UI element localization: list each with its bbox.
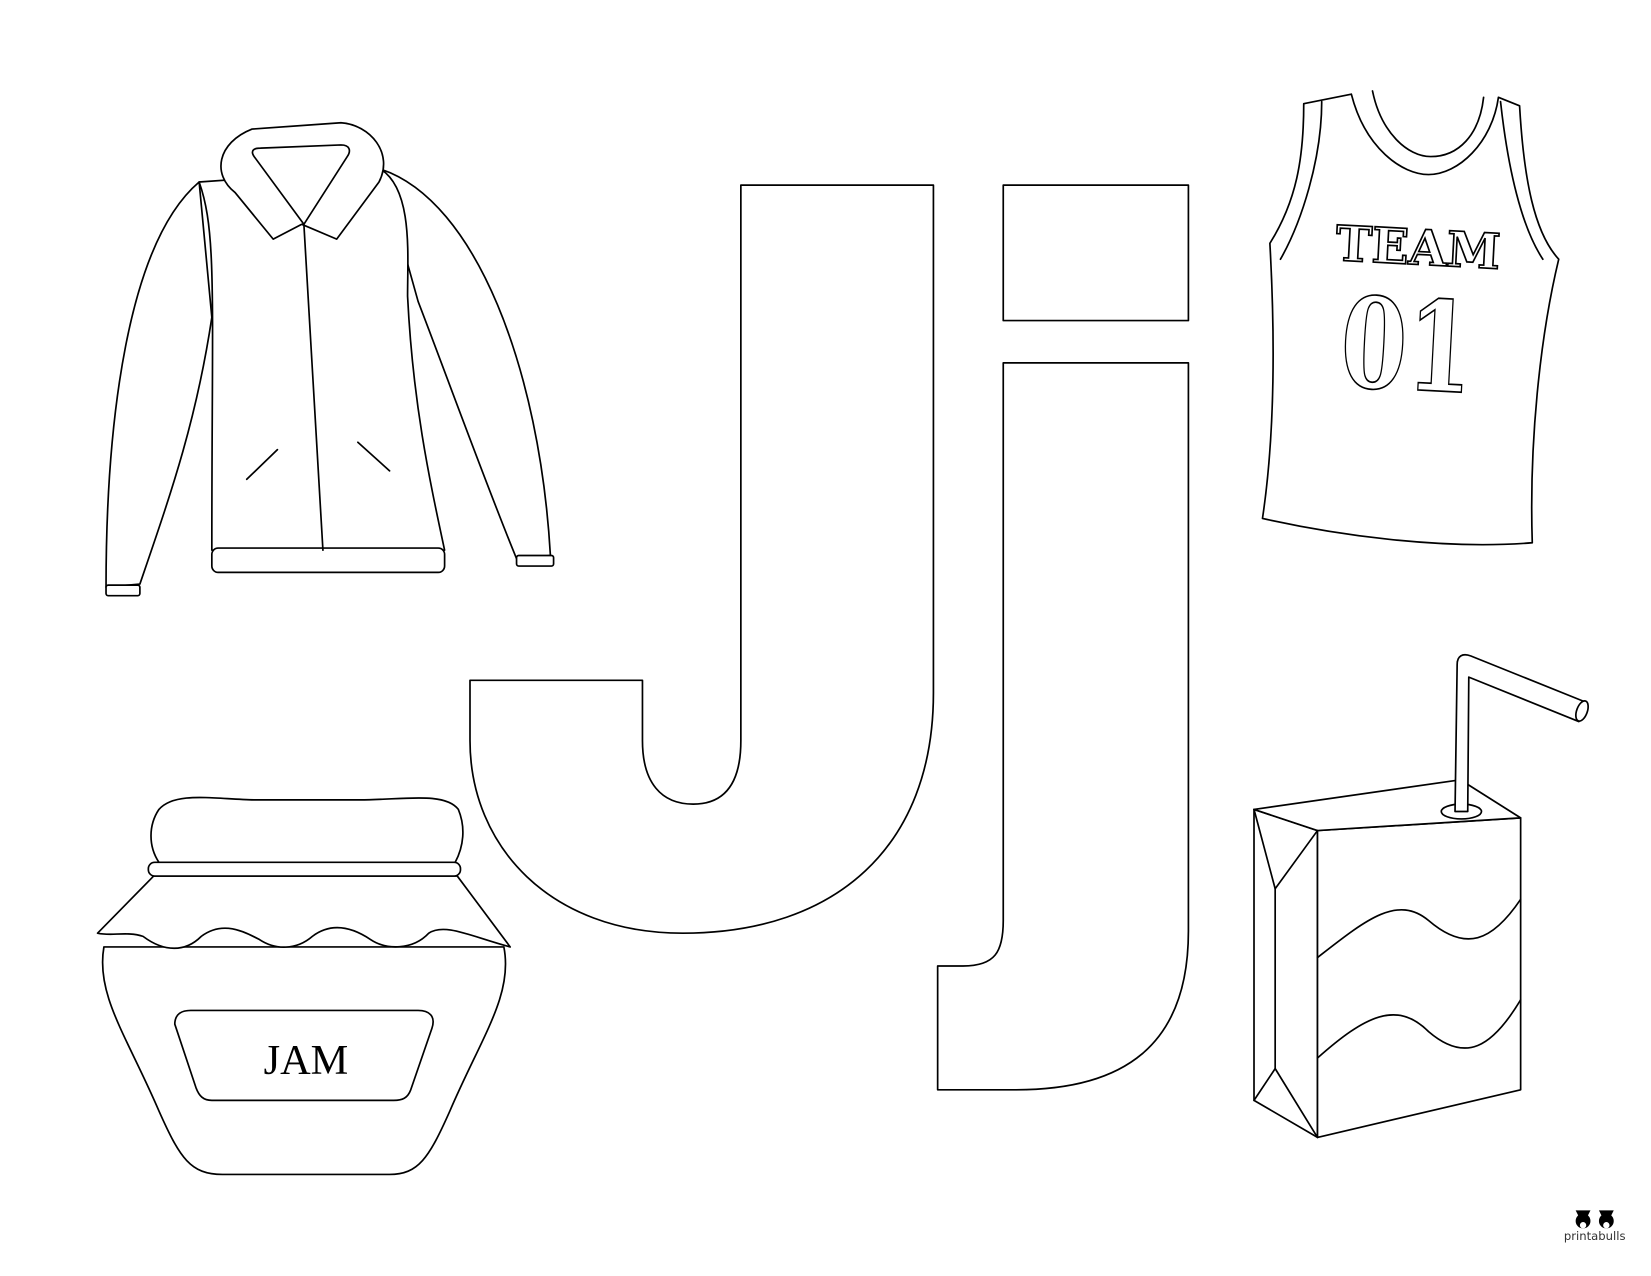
juice-box-icon bbox=[1253, 653, 1589, 1139]
jersey-team-text: TEAM bbox=[1334, 215, 1502, 281]
logo-text: printabulls bbox=[1564, 1229, 1626, 1243]
letter-uppercase-j bbox=[469, 184, 935, 935]
letter-lowercase-j bbox=[936, 184, 1190, 1091]
jersey-number-text: 01 bbox=[1337, 270, 1477, 423]
printabulls-logo: printabulls bbox=[1564, 1210, 1626, 1243]
jam-label-text: JAM bbox=[264, 1037, 349, 1084]
jam-jar-icon: JAM bbox=[96, 796, 512, 1176]
jacket-icon bbox=[105, 121, 555, 597]
bulldog-logo-icon bbox=[1575, 1210, 1614, 1229]
jersey-icon: TEAM 01 bbox=[1261, 90, 1560, 546]
